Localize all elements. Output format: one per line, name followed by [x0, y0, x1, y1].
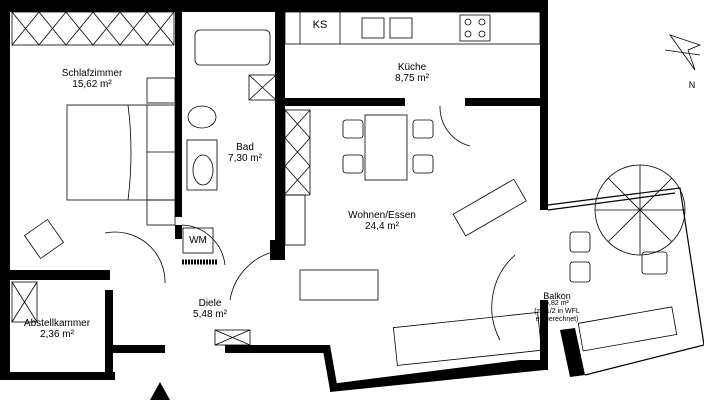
room-area: 24,4 m² [365, 221, 399, 232]
north-label: N [688, 80, 696, 90]
bathroom-fixtures [182, 29, 277, 265]
room-area: 8,75 m² [395, 73, 429, 84]
room-name: Küche [397, 62, 427, 73]
room-name: Wohnen/Essen [348, 210, 416, 221]
entrance-arrow-icon [150, 382, 170, 400]
room-area: 5,48 m² [193, 309, 227, 320]
armchair [23, 218, 65, 260]
room-area: 15,62 m² [72, 79, 112, 90]
room-name: Diele [198, 298, 222, 309]
fridge-label: KS [312, 19, 328, 31]
room-name: Bad [236, 142, 254, 153]
room-name: Abstellkammer [23, 318, 91, 329]
room-note: eingerechnet) [535, 316, 579, 323]
room-note: (zu 1/2 in WFL [534, 308, 580, 315]
room-area: 2,36 m² [40, 329, 74, 340]
room-name: Balkon [543, 291, 571, 301]
balcony-furniture [491, 164, 686, 352]
storage-shelves [11, 281, 251, 346]
living-furniture [104, 105, 543, 366]
room-area: 5,82 m² [545, 300, 569, 307]
room-area: 7,30 m² [228, 153, 262, 164]
washer-label: WM [189, 235, 207, 246]
wardrobe [11, 11, 175, 46]
room-name: Schlafzimmer [61, 68, 123, 79]
kitchen-counter [284, 11, 541, 45]
compass-icon [664, 34, 702, 71]
bed [66, 77, 176, 226]
walls [0, 0, 585, 392]
